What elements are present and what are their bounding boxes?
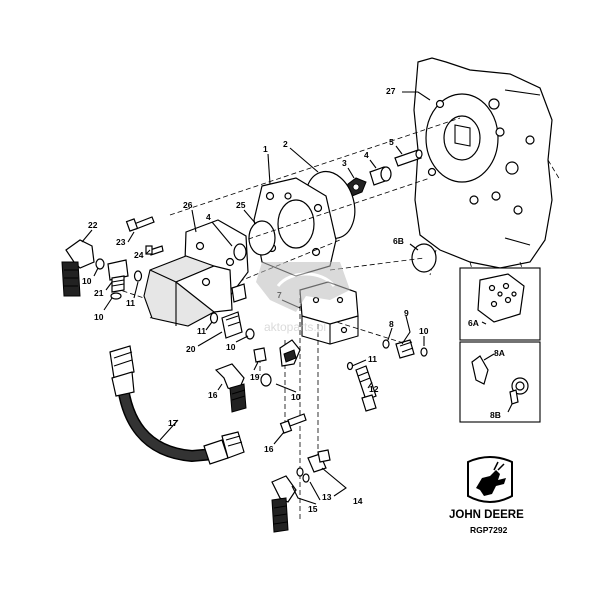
o-ring-10c: [420, 347, 428, 357]
hose-elbow-22: [61, 239, 95, 297]
adapter-plate: [253, 177, 337, 277]
john-deere-logo: JOHN DEERE RGP7292: [449, 456, 524, 535]
o-ring-13b: [302, 473, 310, 483]
callout-22: 22: [88, 220, 98, 230]
assembly-axis-lines: [119, 117, 461, 520]
callout-6b: 6B: [393, 236, 404, 246]
o-ring-11b: [209, 312, 219, 324]
hydraulic-pump: [143, 219, 249, 327]
callout-19: 19: [250, 372, 260, 382]
watermark-text: aktoparts.pl: [264, 320, 326, 334]
o-ring-25: [248, 220, 276, 256]
callout-11a: 11: [126, 298, 135, 308]
o-ring-11a: [133, 270, 143, 282]
callout-14: 14: [353, 496, 363, 506]
elbow-15: [271, 475, 297, 533]
callout-10d: 10: [226, 342, 236, 352]
callout-8: 8: [389, 319, 394, 329]
plug-9: [395, 339, 415, 359]
callout-8a: 8A: [494, 348, 505, 358]
sensor-12: [355, 365, 377, 412]
callout-leaders: [81, 91, 431, 505]
callout-21: 21: [94, 288, 104, 298]
o-ring-8: [382, 339, 390, 349]
o-ring-10a: [95, 258, 105, 270]
elbow-16a: [214, 363, 247, 413]
fitting-14: [307, 449, 331, 473]
o-ring-10e: [260, 373, 272, 387]
callout-4b: 4: [206, 212, 211, 222]
callout-3: 3: [342, 158, 347, 168]
drawing-reference: RGP7292: [470, 525, 508, 535]
o-ring-13a: [296, 467, 304, 477]
o-ring-11c: [346, 361, 354, 371]
bolt-16b: [279, 413, 307, 434]
callout-4a: 4: [364, 150, 369, 160]
callout-25: 25: [236, 200, 246, 210]
callout-9: 9: [404, 308, 409, 318]
callout-20: 20: [186, 344, 196, 354]
o-ring-10d: [245, 328, 255, 340]
brand-name: JOHN DEERE: [449, 509, 524, 521]
callout-5: 5: [389, 137, 394, 147]
callout-26: 26: [183, 200, 193, 210]
callout-2: 2: [283, 139, 288, 149]
callout-24: 24: [134, 250, 144, 260]
hose-17: [109, 345, 245, 465]
bolt-23: [125, 216, 155, 232]
callout-12: 12: [369, 384, 379, 394]
callout-13: 13: [322, 492, 332, 502]
callout-16b: 16: [264, 444, 274, 454]
callout-10e: 10: [291, 392, 301, 402]
fitting-21: [107, 259, 129, 293]
callout-15: 15: [308, 504, 318, 514]
callout-10b: 10: [94, 312, 104, 322]
drive-shaft: [394, 149, 423, 167]
inset-6a: 6A: [459, 267, 541, 341]
callout-23: 23: [116, 237, 126, 247]
callout-10c: 10: [419, 326, 429, 336]
elbow-fitting: [279, 339, 301, 367]
inset-8a-8b: 8A 8B: [459, 341, 541, 423]
callout-labels: 27 2 1 3 4 5 26 25 4 22 23 24 6B 10 21 1…: [82, 86, 429, 514]
o-ring-6b: [411, 243, 437, 273]
callout-27: 27: [386, 86, 396, 96]
callout-8b: 8B: [490, 410, 501, 420]
callout-10a: 10: [82, 276, 92, 286]
plug-19: [253, 347, 267, 363]
callout-11b: 11: [197, 326, 206, 336]
callout-11c: 11: [368, 354, 377, 364]
callout-1: 1: [263, 144, 268, 154]
callout-16a: 16: [208, 390, 218, 400]
fitting-20: [221, 311, 243, 339]
bolt-24: [145, 245, 164, 256]
callout-17: 17: [168, 418, 178, 428]
coupler-4: [369, 166, 392, 186]
callout-6a: 6A: [468, 318, 479, 328]
watermark: aktoparts.pl: [256, 262, 350, 334]
o-ring-10b: [110, 292, 122, 300]
